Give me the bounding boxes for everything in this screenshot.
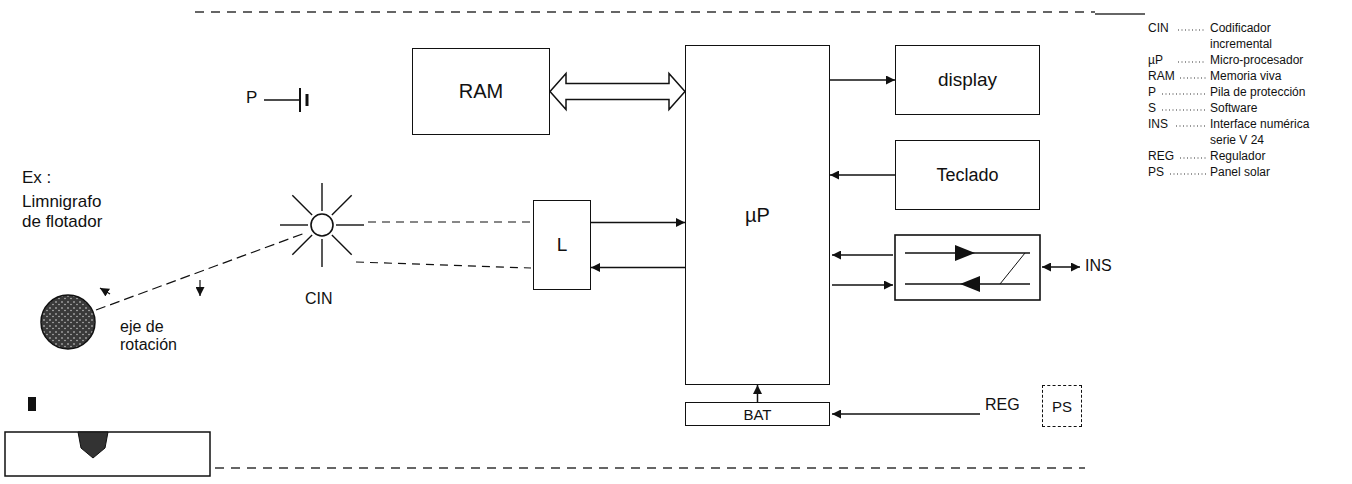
frame-line-top — [1095, 13, 1145, 14]
legend-key: INS — [1148, 116, 1168, 132]
instrument-label: Limnigrafo de flotador — [22, 192, 122, 231]
legend-key: CIN — [1148, 20, 1169, 36]
interface-receiver — [960, 276, 980, 292]
legend-description: Micro-procesador — [1210, 52, 1322, 68]
legend-key: µP — [1148, 52, 1163, 68]
rotation-arrow — [100, 288, 110, 294]
reg-arrow — [832, 413, 980, 415]
counterweight — [28, 397, 36, 411]
interface-label: INS — [1085, 257, 1112, 275]
legend-description: Interface numérica serie V 24 — [1210, 116, 1322, 148]
battery-wire — [264, 99, 300, 101]
signal-arrow — [591, 222, 685, 224]
node-label: BAT — [743, 406, 771, 423]
interface-box — [895, 235, 1040, 300]
node-label: RAM — [459, 80, 503, 103]
regulator-label: REG — [985, 396, 1020, 414]
rotation-arrow — [199, 280, 200, 296]
example-label: Ex : — [22, 168, 51, 188]
legend-key: P — [1148, 84, 1156, 100]
node-label: PS — [1052, 398, 1072, 415]
frame-dash-bottom — [215, 467, 1085, 468]
interface-diagonal — [1000, 253, 1025, 284]
encoder-label: CIN — [305, 290, 333, 308]
signal-arrow — [757, 385, 759, 402]
legend-key: RAM — [1148, 68, 1175, 84]
frame-dash-top — [195, 11, 1095, 12]
signal-arrow — [591, 267, 685, 269]
legend-description: Regulador — [1210, 148, 1322, 164]
legend-key: REG — [1148, 148, 1174, 164]
encoder-signal-line — [368, 221, 531, 222]
float-drum — [41, 295, 95, 349]
interface-arrow — [832, 254, 893, 256]
logic-box: L — [533, 200, 591, 290]
signal-arrow — [830, 174, 895, 176]
encoder-symbol — [280, 183, 364, 267]
keyboard-box: Teclado — [895, 140, 1040, 210]
legend-key: S — [1148, 100, 1156, 116]
battery-box: BAT — [685, 402, 830, 426]
memory-box: RAM — [412, 48, 550, 135]
data-bus-arrow — [550, 74, 685, 110]
battery-plate — [299, 88, 301, 112]
float-body — [78, 432, 108, 458]
rotation-axis-line — [96, 233, 305, 310]
battery-label: P — [246, 88, 257, 108]
encoder-signal-line — [356, 262, 531, 268]
interface-arrow — [832, 284, 893, 286]
node-label: Teclado — [936, 165, 998, 186]
legend-description: Software — [1210, 100, 1322, 116]
legend-description: Panel solar — [1210, 164, 1322, 180]
node-label: µP — [745, 204, 770, 227]
legend-description: Codificador incremental — [1210, 20, 1322, 52]
stilling-well — [5, 432, 210, 476]
signal-arrow — [830, 79, 895, 81]
interface-driver — [955, 245, 975, 261]
legend-description: Pila de protección — [1210, 84, 1322, 100]
ins-arrow — [1042, 266, 1080, 268]
legend-key: PS — [1148, 164, 1164, 180]
node-label: display — [938, 69, 997, 91]
processor-box: µP — [685, 45, 830, 385]
battery-plate — [306, 94, 309, 106]
legend-description: Memoria viva — [1210, 68, 1322, 84]
display-box: display — [895, 45, 1040, 115]
node-label: L — [557, 234, 568, 256]
solar-panel-box: PS — [1042, 385, 1082, 427]
axis-label: eje de rotación — [120, 318, 198, 355]
